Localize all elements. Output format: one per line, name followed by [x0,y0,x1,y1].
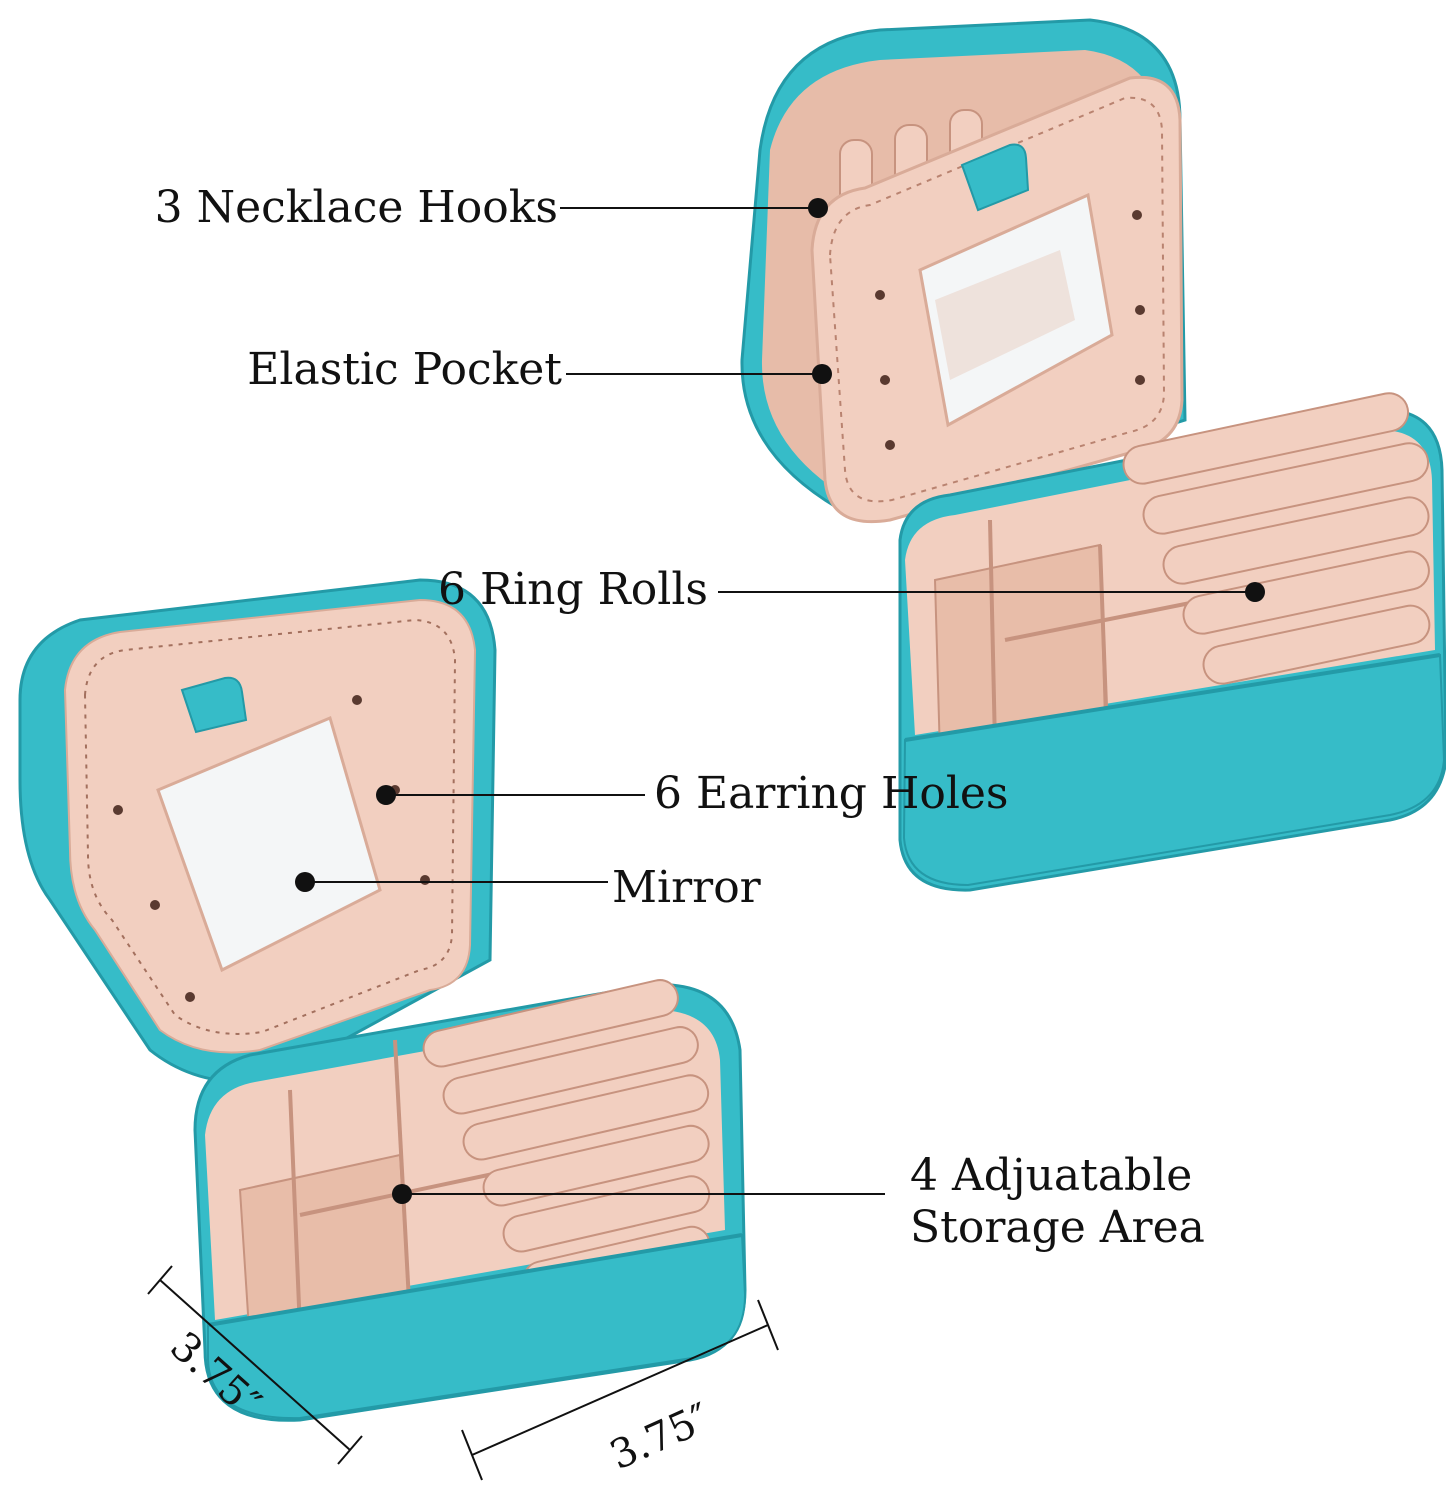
callout-dots [295,198,1265,1204]
jewelry-box-upper [740,18,1446,892]
label-mirror: Mirror [612,862,762,913]
jewelry-box-lower [18,578,747,1422]
elastic-pocket-dot [812,364,832,384]
necklace-hooks-dot [808,198,828,218]
label-storage-line2: Storage Area [910,1202,1205,1253]
label-earring-holes: 6 Earring Holes [654,768,1009,819]
label-ring-rolls: 6 Ring Rolls [438,564,708,615]
mirror-dot [295,872,315,892]
dimension-width: 3.75″ [603,1395,717,1479]
dimension-lines [147,1265,779,1481]
storage-area-dot [392,1184,412,1204]
ring-rolls-dot [1245,582,1265,602]
earring-holes-dot [376,785,396,805]
label-storage-line1: 4 Adjuatable [910,1150,1192,1201]
label-elastic-pocket: Elastic Pocket [247,344,562,395]
callout-leaders [305,207,1255,1195]
label-necklace-hooks: 3 Necklace Hooks [155,182,558,233]
